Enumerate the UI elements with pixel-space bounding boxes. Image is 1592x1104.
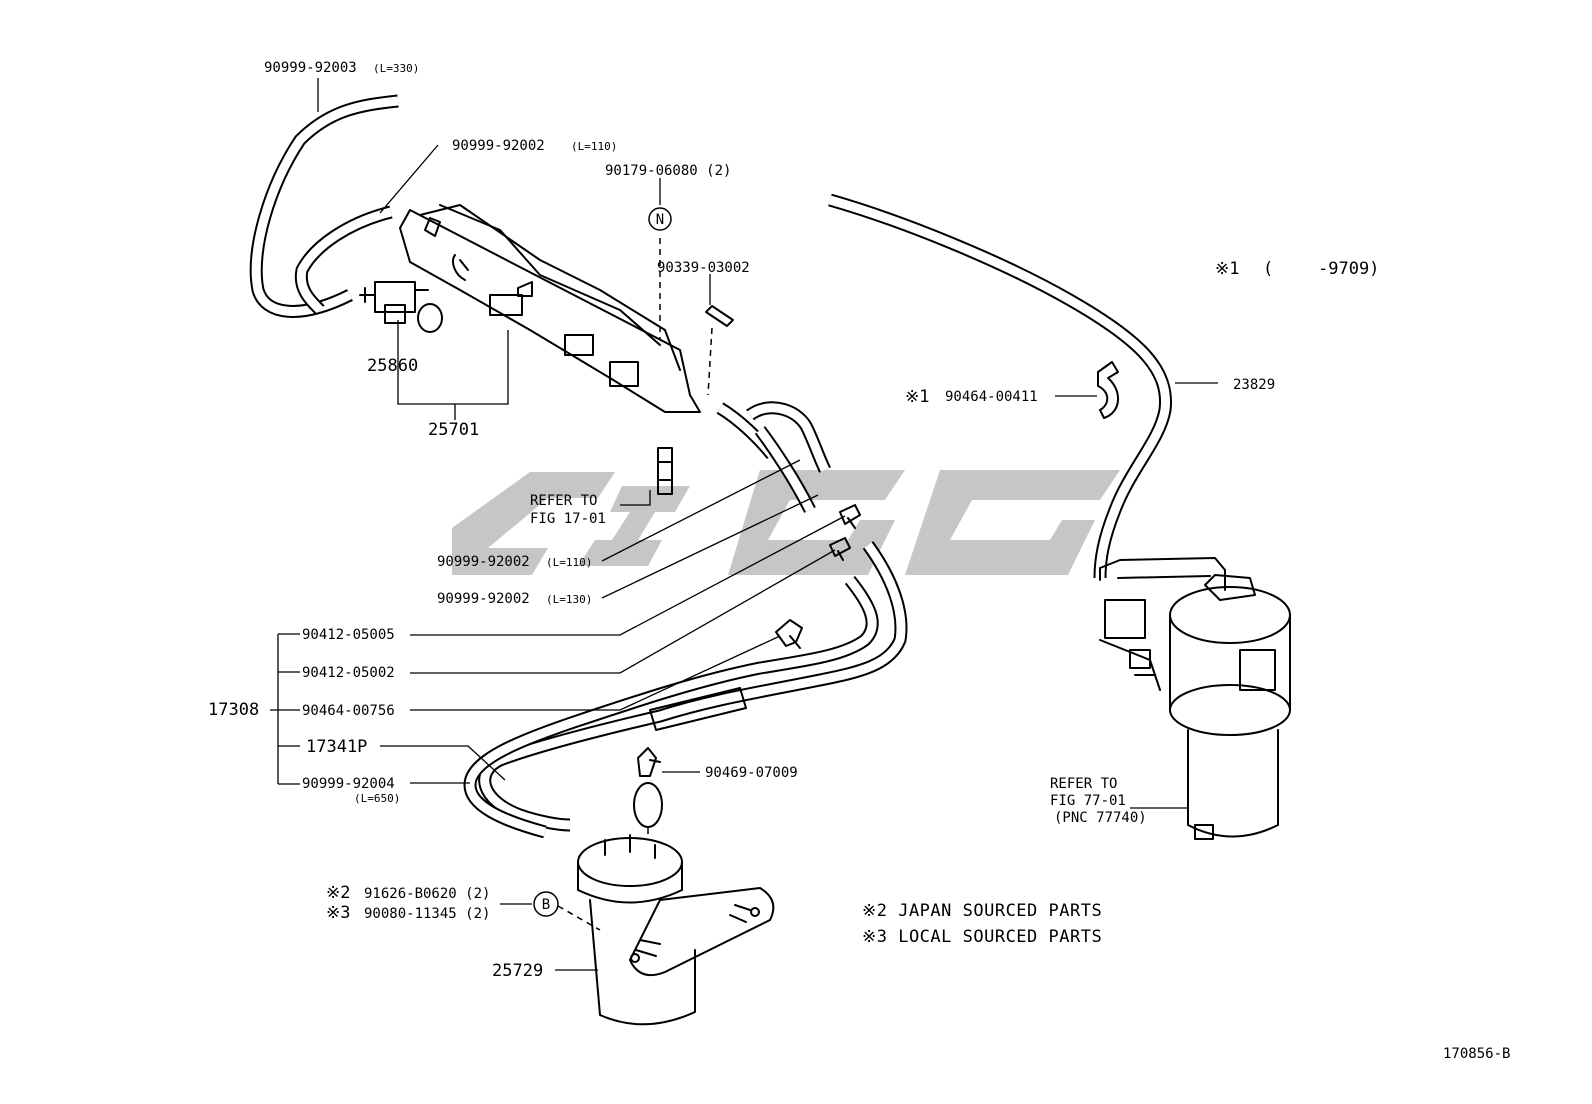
label-17341P[interactable]: 17341P [306, 737, 367, 757]
label-25701[interactable]: 25701 [428, 420, 479, 440]
vacuum-filter-25729[interactable] [577, 834, 775, 1026]
refer-fig77-line3[interactable]: (PNC 77740) [1054, 810, 1147, 826]
label-90179-06080[interactable]: 90179-06080 (2) [605, 163, 731, 179]
pin-90339-03002[interactable] [705, 305, 734, 396]
figure-code: 170856-B [1443, 1046, 1510, 1062]
label-90469-07009[interactable]: 90469-07009 [705, 765, 798, 781]
label-91626-b0620[interactable]: 91626-B0620 (2) [364, 886, 490, 902]
label-90999-92004[interactable]: 90999-92004 [302, 776, 395, 792]
hose-90999-92002-upper[interactable] [294, 205, 393, 315]
refer-fig77-line2[interactable]: FIG 77-01 [1050, 793, 1126, 809]
label-90999-92004-length: (L=650) [354, 792, 400, 805]
vsv-valve-25860[interactable] [359, 281, 443, 333]
label-90999-92002-upper[interactable]: 90999-92002 [452, 138, 545, 154]
label-90999-92002-short-length: (L=130) [546, 593, 592, 606]
svg-text:B: B [542, 897, 550, 913]
symbol-n-circle: N [648, 207, 672, 231]
hose-90999-92004[interactable] [463, 575, 879, 839]
label-90412-05005[interactable]: 90412-05005 [302, 627, 395, 643]
label-90464-00411[interactable]: 90464-00411 [945, 389, 1038, 405]
leader-lines [270, 78, 1218, 971]
pipe-connector[interactable] [657, 447, 673, 495]
clip-90469-07009[interactable] [633, 747, 663, 840]
label-90999-92003[interactable]: 90999-92003 [264, 60, 357, 76]
charcoal-canister[interactable] [1099, 557, 1291, 840]
refer-fig17-line2[interactable]: FIG 17-01 [530, 511, 606, 527]
label-17308[interactable]: 17308 [208, 700, 259, 720]
label-25860[interactable]: 25860 [367, 356, 418, 376]
label-91626-mark: ※2 [326, 883, 350, 903]
label-90464-00411-mark: ※1 [905, 387, 929, 407]
label-23829[interactable]: 23829 [1233, 377, 1275, 393]
refer-fig77-line1[interactable]: REFER TO [1050, 776, 1117, 792]
label-25729[interactable]: 25729 [492, 961, 543, 981]
label-90339-03002[interactable]: 90339-03002 [657, 260, 750, 276]
hose-23829[interactable] [828, 193, 1173, 579]
note1-paren: ( [1263, 259, 1273, 279]
svg-text:N: N [656, 212, 664, 228]
label-90999-92002-mid[interactable]: 90999-92002 [437, 554, 530, 570]
hose-17341P[interactable] [478, 541, 908, 832]
label-90999-92002-mid-length: (L=110) [546, 556, 592, 569]
note1-mark: ※1 [1215, 259, 1239, 279]
note-japan-sourced: ※2 JAPAN SOURCED PARTS [862, 901, 1102, 921]
clip-90464-00756[interactable] [775, 619, 803, 649]
note1-code: -9709) [1318, 259, 1379, 279]
nipple-90412-05002[interactable] [829, 537, 851, 561]
watermark-logo [452, 470, 1120, 575]
hose-90999-92003[interactable] [249, 94, 399, 318]
hose-sleeve[interactable] [649, 687, 747, 731]
note-local-sourced: ※3 LOCAL SOURCED PARTS [862, 927, 1102, 947]
label-90080-mark: ※3 [326, 903, 350, 923]
label-90412-05002[interactable]: 90412-05002 [302, 665, 395, 681]
label-90999-92003-length: (L=330) [373, 62, 419, 75]
refer-fig17-line1[interactable]: REFER TO [530, 493, 597, 509]
label-90080-11345[interactable]: 90080-11345 (2) [364, 906, 490, 922]
nipple-90412-05005[interactable] [839, 504, 861, 529]
label-90464-00756[interactable]: 90464-00756 [302, 703, 395, 719]
bracket-25701[interactable] [399, 204, 701, 413]
symbol-b-circle: B [533, 891, 559, 917]
clip-90464-00411[interactable] [1097, 361, 1119, 419]
label-90999-92002-short[interactable]: 90999-92002 [437, 591, 530, 607]
label-90999-92002-upper-length: (L=110) [571, 140, 617, 153]
